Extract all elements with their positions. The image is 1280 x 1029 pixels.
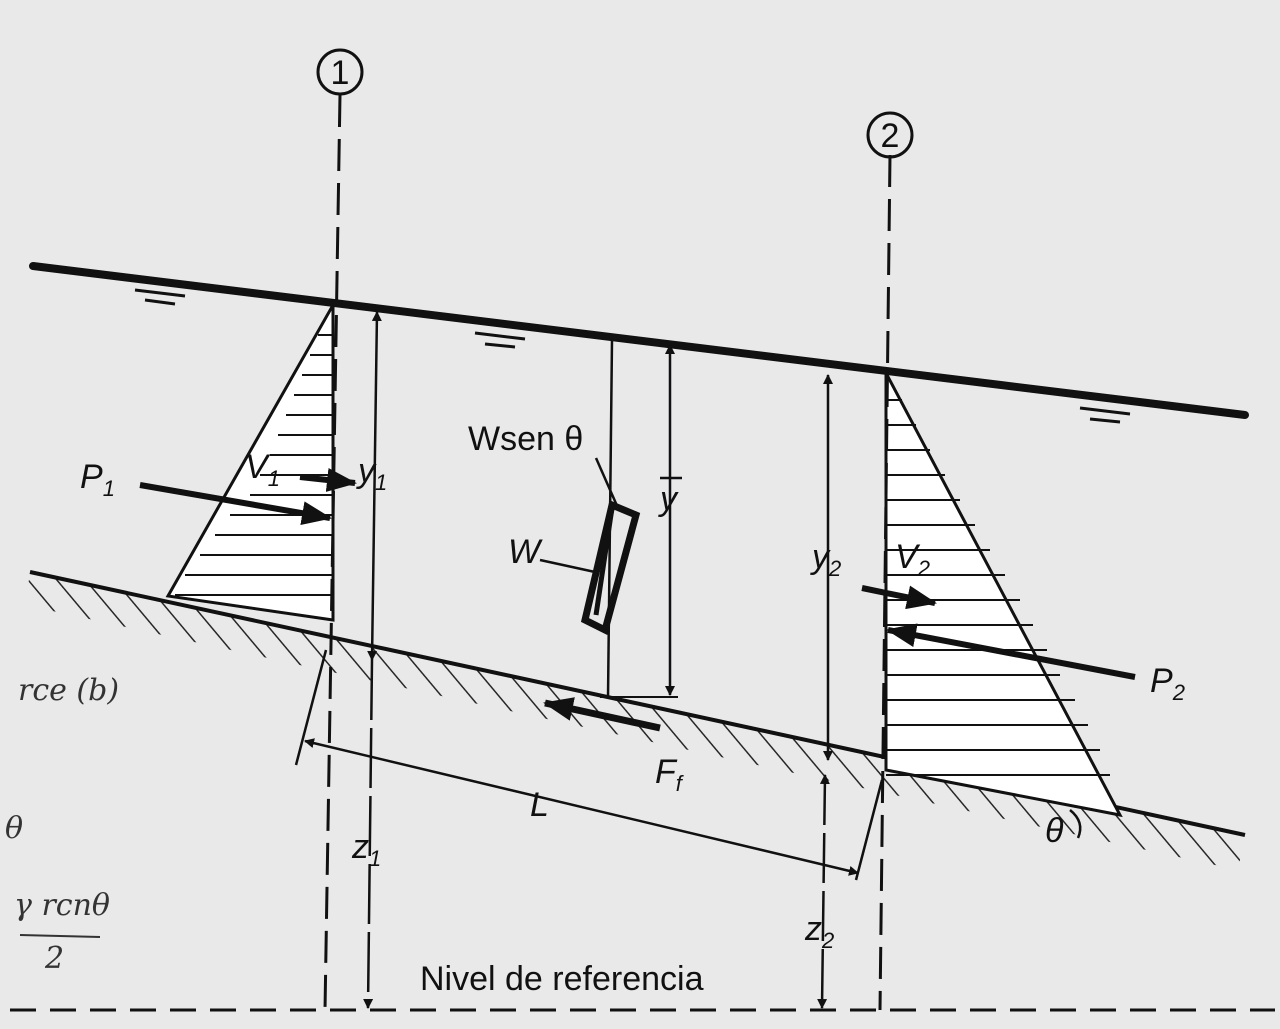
v1-arrow	[299, 468, 357, 492]
margin-note-2: θ	[5, 811, 23, 846]
weight-vector-triangle	[539, 457, 641, 636]
datum-label: Nivel de referencia	[420, 960, 704, 998]
p1-arrow	[139, 482, 332, 526]
pressure-diagram-2	[884, 372, 1123, 818]
y1-dimension	[367, 311, 382, 661]
margin-note-4: 2	[44, 941, 64, 976]
section-2-number: 2	[881, 117, 900, 155]
p2-arrow	[886, 623, 1136, 680]
theta-label-group: θ	[1045, 809, 1082, 850]
v1-label: V1	[245, 448, 280, 491]
ybar-label: y	[658, 476, 682, 518]
y1-label: y1	[356, 452, 387, 495]
w-leader	[539, 558, 596, 574]
v2-arrow	[861, 585, 937, 610]
section-1-number: 1	[331, 54, 350, 92]
theta-label: θ	[1045, 812, 1064, 850]
L-label: L	[530, 786, 549, 824]
pressure-diagram-1-hatch	[175, 334, 333, 596]
z2-label: z2	[804, 910, 834, 953]
margin-note-fraction-bar	[19, 934, 101, 938]
margin-note-3: γ rcnθ	[14, 888, 110, 923]
w-label: W	[508, 533, 543, 571]
ff-label: Ff	[655, 753, 685, 796]
L-dimension	[304, 738, 859, 876]
p2-label: P2	[1150, 662, 1185, 705]
wsen-leader	[594, 457, 620, 509]
pressure-diagram-2-hatch	[886, 399, 1110, 776]
section-line-2	[878, 154, 892, 1011]
z2-dimension	[817, 774, 830, 1009]
water-surface-symbols	[134, 288, 1131, 424]
wsen-label: Wsen θ	[468, 420, 583, 458]
y2-label: y2	[810, 538, 841, 581]
water-surface-line	[29, 262, 1249, 419]
svg-text:y: y	[658, 480, 679, 518]
z1-label: z1	[351, 828, 381, 871]
section-marker-1: 1	[316, 48, 364, 96]
friction-arrow	[543, 697, 661, 732]
margin-note-1: rce (b)	[18, 673, 119, 708]
L-extension-right	[854, 779, 884, 881]
L-extension-left	[294, 649, 328, 766]
v2-label: V2	[895, 538, 930, 581]
p1-label: P1	[80, 458, 115, 501]
section-marker-2: 2	[866, 111, 914, 159]
